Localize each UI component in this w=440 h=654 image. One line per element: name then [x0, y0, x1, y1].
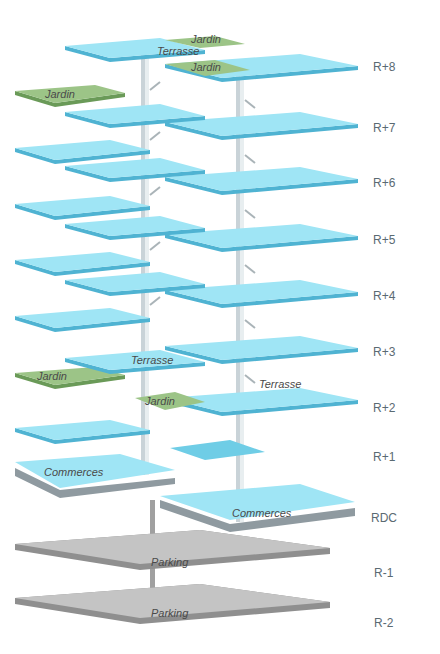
space-label: Jardin [45, 88, 75, 100]
level-label: R+3 [373, 345, 395, 359]
space-label: Parking [151, 607, 188, 619]
level-label: R+5 [373, 233, 395, 247]
space-label: Commerces [44, 466, 103, 478]
level-label: R+2 [373, 401, 395, 415]
space-label: Parking [151, 556, 188, 568]
level-label: R-1 [374, 566, 393, 580]
level-label: R+6 [373, 176, 395, 190]
level-label: RDC [371, 511, 397, 525]
space-label: Terrasse [157, 45, 199, 57]
space-label: Jardin [191, 33, 221, 45]
space-label: Jardin [191, 61, 221, 73]
level-label: R+1 [373, 450, 395, 464]
space-label: Terrasse [131, 354, 173, 366]
level-label: R+8 [373, 60, 395, 74]
level-label: R+7 [373, 121, 395, 135]
space-label: Jardin [37, 370, 67, 382]
level-label: R-2 [374, 616, 393, 630]
level-label: R+4 [373, 289, 395, 303]
space-label: Commerces [232, 507, 291, 519]
space-label: Terrasse [259, 378, 301, 390]
space-label: Jardin [145, 395, 175, 407]
